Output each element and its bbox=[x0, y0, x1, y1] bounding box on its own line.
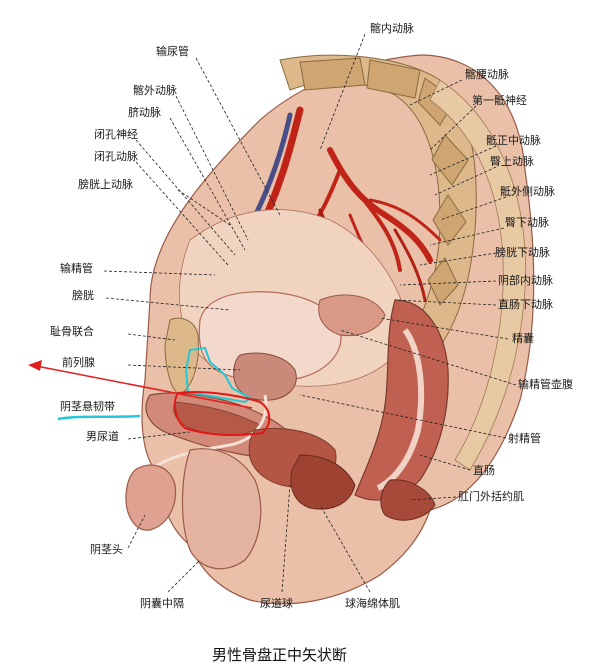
red-arrow-head bbox=[28, 360, 42, 371]
label-obturator-nerve: 闭孔神经 bbox=[94, 127, 138, 141]
label-internal-pudendal-artery: 阴部内动脉 bbox=[498, 273, 553, 287]
label-suspensory-ligament: 阴茎悬韧带 bbox=[60, 400, 115, 413]
label-ampulla-vas-deferens: 输精管壶腹 bbox=[518, 377, 573, 391]
prostate bbox=[233, 352, 297, 401]
label-vas-deferens: 输精管 bbox=[60, 261, 93, 275]
label-inferior-gluteal-artery: 臀下动脉 bbox=[505, 215, 549, 229]
label-ejaculatory-duct: 射精管 bbox=[508, 431, 541, 445]
pubic-symphysis bbox=[164, 317, 199, 396]
label-obturator-artery: 闭孔动脉 bbox=[94, 149, 138, 163]
label-bladder: 膀胱 bbox=[72, 288, 94, 302]
label-bulbospongiosus: 球海绵体肌 bbox=[345, 596, 400, 610]
label-seminal-vesicle: 精囊 bbox=[512, 331, 534, 345]
label-first-sacral-nerve: 第一骶神经 bbox=[472, 93, 527, 107]
label-inferior-vesical-artery: 膀胱下动脉 bbox=[495, 245, 550, 259]
label-external-iliac-artery: 髂外动脉 bbox=[133, 83, 177, 97]
cyan-underline bbox=[57, 414, 141, 421]
cyan-outline bbox=[184, 346, 252, 404]
label-ureter: 输尿管 bbox=[156, 44, 189, 58]
leader-lines bbox=[103, 33, 517, 593]
label-internal-iliac-artery: 髂内动脉 bbox=[370, 21, 414, 35]
label-superior-vesical-artery: 膀胱上动脉 bbox=[78, 177, 133, 191]
seminal-vesicle bbox=[318, 294, 386, 337]
label-external-anal-sphincter: 肛门外括约肌 bbox=[458, 489, 524, 503]
label-glans: 阴茎头 bbox=[90, 543, 123, 556]
figure-caption: 男性骨盘正中矢状断 bbox=[212, 646, 347, 664]
posterior-tissue bbox=[429, 79, 526, 471]
label-urethral-bulb: 尿道球 bbox=[260, 596, 293, 610]
label-iliolumbar-artery: 髂腰动脉 bbox=[465, 67, 509, 81]
red-arrow-line bbox=[35, 365, 253, 409]
label-male-urethra: 男尿道 bbox=[86, 429, 119, 443]
label-superior-gluteal-artery: 臀上动脉 bbox=[490, 154, 534, 168]
label-lateral-sacral-artery: 骶外侧动脉 bbox=[500, 184, 555, 198]
label-median-sacral-artery: 骶正中动脉 bbox=[486, 133, 541, 147]
label-scrotal-septum: 阴囊中隔 bbox=[140, 596, 184, 610]
scrotum bbox=[181, 448, 262, 570]
label-pubic-symphysis: 耻骨联合 bbox=[50, 324, 94, 338]
red-outline bbox=[173, 391, 271, 437]
label-inferior-rectal-artery: 直肠下动脉 bbox=[498, 297, 553, 311]
label-rectum: 直肠 bbox=[473, 463, 495, 477]
label-umbilical-artery: 脐动脉 bbox=[128, 105, 161, 119]
label-prostate: 前列腺 bbox=[62, 355, 95, 369]
labels: 髂内动脉 输尿管 髂腰动脉 髂外动脉 第一骶神经 脐动脉 闭孔神经 骶正中动脉 … bbox=[50, 21, 573, 664]
bulbospongiosus-muscle bbox=[290, 454, 356, 510]
anal-sphincter bbox=[380, 479, 436, 521]
glans bbox=[125, 464, 177, 531]
bladder bbox=[198, 291, 342, 382]
rectum-lumen bbox=[376, 328, 425, 491]
user-annotations bbox=[28, 346, 271, 437]
anatomy-illustration bbox=[125, 54, 535, 605]
